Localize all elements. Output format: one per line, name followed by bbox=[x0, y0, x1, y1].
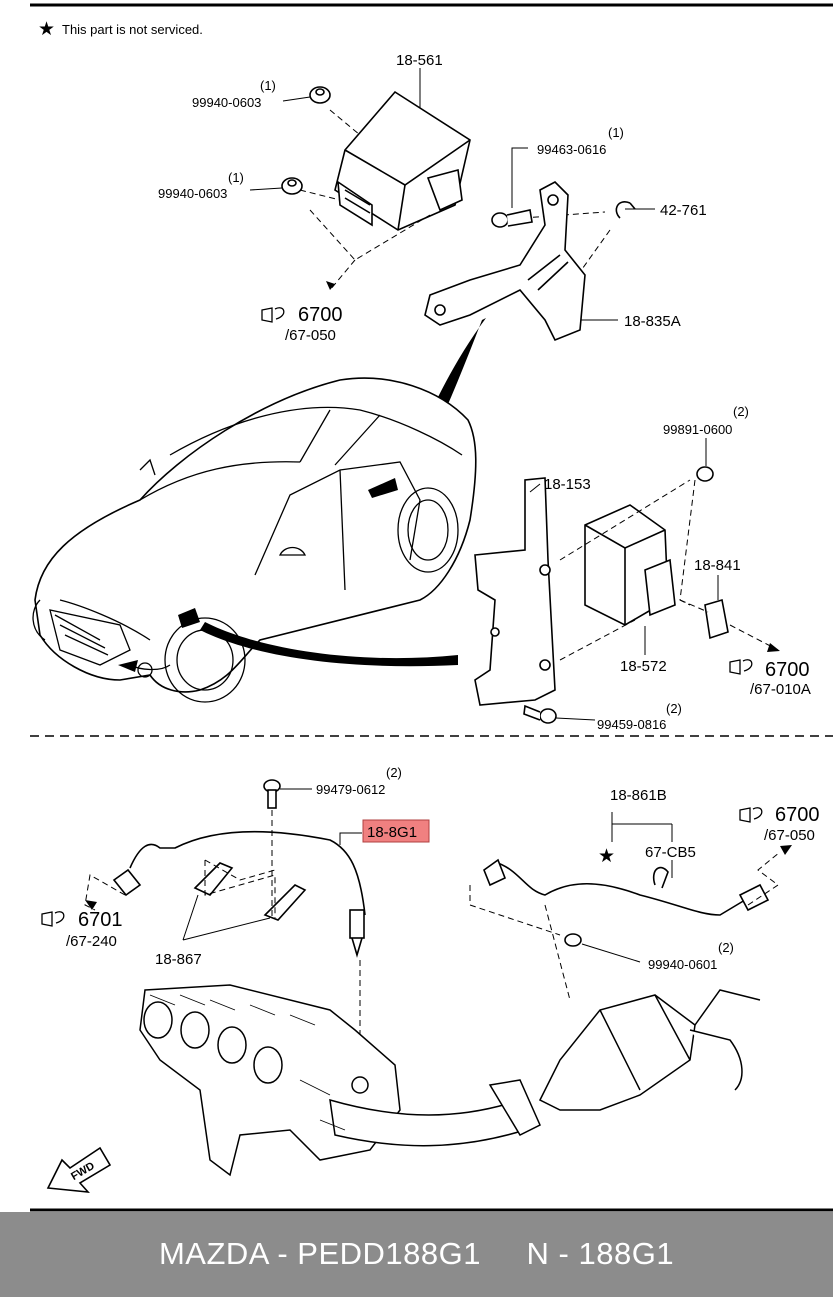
ref-67-010A: /67-010A bbox=[750, 681, 811, 698]
label-99891-0600: 99891-0600 bbox=[663, 422, 732, 437]
label-18-841: 18-841 bbox=[694, 557, 741, 574]
clip-icon bbox=[615, 201, 636, 219]
module-18-561 bbox=[334, 90, 471, 231]
reference-icon bbox=[41, 307, 763, 927]
clip-18-867 bbox=[193, 862, 307, 921]
sensor-18-8G1 bbox=[112, 830, 366, 958]
bracket-18-153 bbox=[474, 477, 556, 706]
ref-67-050: /67-050 bbox=[764, 827, 815, 844]
label-99463-0616: 99463-0616 bbox=[537, 142, 606, 157]
hatching bbox=[149, 994, 346, 1131]
ref-6700: 6700 bbox=[298, 304, 343, 326]
ref-6700: 6700 bbox=[765, 659, 810, 681]
ref-67-050: /67-050 bbox=[285, 327, 336, 344]
star-marker: ★ bbox=[598, 846, 615, 867]
connector-18-841 bbox=[704, 598, 729, 640]
label-99940-0601: 99940-0601 bbox=[648, 957, 717, 972]
label-99940-0603: 99940-0603 bbox=[192, 95, 261, 110]
bolt-icon bbox=[263, 779, 281, 809]
label-42-761: 42-761 bbox=[660, 202, 707, 219]
exhaust-manifold bbox=[139, 984, 761, 1177]
label-99940-0601-qty: (2) bbox=[718, 940, 734, 955]
label-99459-0816-qty: (2) bbox=[666, 701, 682, 716]
nut-icon bbox=[696, 466, 714, 482]
arrow-icon bbox=[326, 281, 335, 290]
label-99479-0612-qty: (2) bbox=[386, 765, 402, 780]
label-99463-0616-qty: (1) bbox=[608, 125, 624, 140]
footer-part-number: MAZDA - PEDD188G1 N - 188G1 bbox=[158, 1236, 675, 1271]
label-18-8G1: 18-8G1 bbox=[367, 824, 417, 841]
part-labels: 18-561 (1) 99940-0603 (1) 99940-0603 (1)… bbox=[66, 52, 820, 972]
arrow-icon bbox=[85, 900, 97, 910]
label-18-867: 18-867 bbox=[155, 951, 202, 968]
nut-icon bbox=[564, 933, 582, 947]
nut-icon bbox=[281, 86, 331, 195]
arrow-icon bbox=[767, 643, 780, 652]
label-99891-0600-qty: (2) bbox=[733, 404, 749, 419]
label-99479-0612: 99479-0612 bbox=[316, 782, 385, 797]
leader-lines-bottom-left bbox=[84, 788, 362, 1065]
label-18-561: 18-561 bbox=[396, 52, 443, 69]
label-18-572: 18-572 bbox=[620, 658, 667, 675]
sensor-18-861B bbox=[483, 858, 770, 916]
note-text: This part is not serviced. bbox=[62, 22, 203, 37]
ref-67-240: /67-240 bbox=[66, 933, 117, 950]
label-18-153: 18-153 bbox=[544, 476, 591, 493]
ref-6701: 6701 bbox=[78, 909, 123, 931]
label-99940-0603-qty: (1) bbox=[260, 78, 276, 93]
note-star: ★ bbox=[38, 19, 55, 40]
label-99459-0816: 99459-0816 bbox=[597, 717, 666, 732]
bolt-icon bbox=[491, 209, 533, 228]
component-marker bbox=[178, 478, 398, 628]
label-99940-0603-qty: (1) bbox=[228, 170, 244, 185]
fwd-arrow-icon: FWD bbox=[46, 1146, 112, 1193]
bolt-icon bbox=[523, 704, 557, 724]
label-99940-0603: 99940-0603 bbox=[158, 186, 227, 201]
bracket-18-835A bbox=[424, 181, 586, 342]
label-18-835A: 18-835A bbox=[624, 313, 681, 330]
arrow-icon bbox=[118, 660, 138, 672]
label-67-CB5: 67-CB5 bbox=[645, 844, 696, 861]
arrow-icon bbox=[780, 845, 792, 855]
highlight-box bbox=[362, 819, 430, 843]
pointer-lower bbox=[200, 622, 458, 667]
ref-6700: 6700 bbox=[775, 804, 820, 826]
leader-lines-bottom-right bbox=[469, 812, 781, 1001]
footer-bar: MAZDA - PEDD188G1 N - 188G1 bbox=[0, 1212, 833, 1297]
label-18-861B: 18-861B bbox=[610, 787, 667, 804]
vehicle-illustration bbox=[32, 377, 477, 703]
ecu-18-572 bbox=[584, 504, 676, 626]
